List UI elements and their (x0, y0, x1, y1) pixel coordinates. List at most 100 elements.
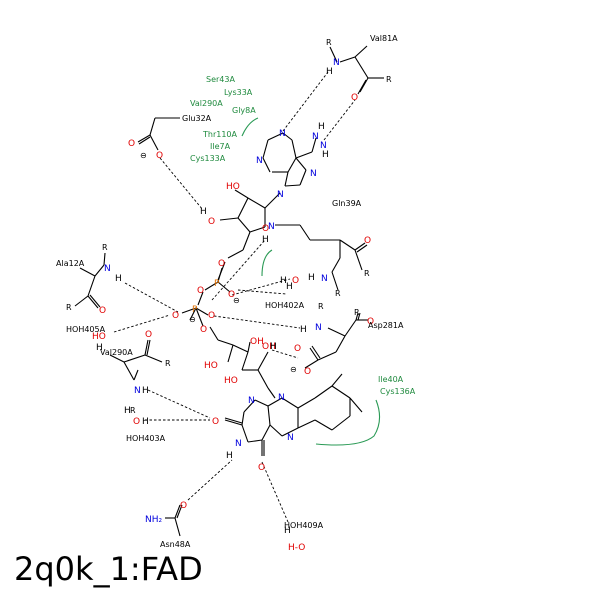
atom-n: N (104, 264, 111, 274)
hydrophobic-labels: Ser43A Lys33A Val290A Gly8A Thr110A Ile7… (190, 75, 416, 396)
hydrophobic-gly8: Gly8A (232, 106, 256, 115)
atom-n: N (278, 393, 285, 403)
atom-o: O (304, 367, 311, 377)
hydrophobic-ile7: Ile7A (210, 142, 231, 151)
atom-o: O (364, 236, 371, 246)
atom-h: H (142, 386, 149, 396)
atom-n: N (256, 156, 263, 166)
atom-h: H (326, 67, 333, 77)
atom-o: O (145, 330, 152, 340)
atom-o: O (351, 93, 358, 103)
bond-skeleton (74, 45, 384, 537)
atom-h: H (200, 207, 207, 217)
atom-r: R (386, 75, 392, 84)
charge-minus: ⊖ (189, 315, 196, 324)
water-hoh402: HOH402A (265, 301, 305, 310)
atom-o: O (208, 311, 215, 321)
atom-h: H (300, 325, 307, 335)
atom-h: H (318, 122, 325, 132)
atom-n: N (315, 323, 322, 333)
charge-minus: ⊖ (140, 151, 147, 160)
residue-gln39: Gln39A (332, 199, 362, 208)
atom-r: R (66, 303, 72, 312)
atom-o: O (172, 311, 179, 321)
residue-ala12: Ala12A (56, 259, 85, 268)
atom-o: O (218, 259, 225, 269)
residue-val81: Val81A (370, 34, 398, 43)
atom-n: N (310, 169, 317, 179)
atom-n: N (279, 129, 286, 139)
atom-o: O (258, 463, 265, 473)
water-h: H (280, 276, 287, 286)
residue-val290: Val290A (100, 348, 133, 357)
water-h: H (96, 343, 103, 353)
residue-asp281: Asp281A (368, 321, 404, 330)
atom-ho: HO (224, 376, 238, 386)
hydrogen-bonds (113, 71, 356, 523)
atom-n: N (277, 190, 284, 200)
atom-h: H (226, 451, 233, 461)
atom-h: H (308, 273, 315, 283)
atom-r: R (318, 302, 324, 311)
diagram-title: 2q0k_1:FAD (14, 550, 203, 588)
atom-r: R (335, 289, 341, 298)
atom-ho: HO (204, 361, 218, 371)
water-hoh403: HOH403A (126, 434, 166, 443)
atom-n: N (321, 274, 328, 284)
water-h: H (142, 417, 149, 427)
atom-h: H (262, 235, 269, 245)
atom-r: R (354, 308, 360, 317)
hydrophobic-lys33: Lys33A (224, 88, 253, 97)
water-h: H (124, 406, 131, 416)
water-ho: HO (92, 332, 106, 342)
charge-minus: ⊖ (233, 296, 240, 305)
atom-o: O (228, 290, 235, 300)
atom-o: O (156, 151, 163, 161)
water-h-o: H-O (288, 543, 305, 553)
water-h: H (284, 526, 291, 536)
atom-r: R (102, 243, 108, 252)
atom-r: R (364, 269, 370, 278)
atom-o: O (367, 317, 374, 327)
atom-o: O (197, 286, 204, 296)
hydrophobic-cys133: Cys133A (190, 154, 226, 163)
residue-labels: Val81A Glu32A Gln39A Ala12A Val290A Asp2… (56, 34, 404, 549)
atom-p: P (192, 305, 198, 315)
atom-o: O (208, 217, 215, 227)
atom-o: O (99, 306, 106, 316)
hydrophobic-thr110: Thr110A (202, 130, 238, 139)
atom-o: O (128, 139, 135, 149)
arc-phosphate-pocket (261, 249, 273, 277)
atom-labels: R N H R O O O ⊖ N N N N N H N H HO O H O… (66, 38, 392, 553)
atom-n: N (320, 141, 327, 151)
atom-nh2: NH₂ (145, 515, 163, 525)
atom-h: H (115, 274, 122, 284)
hydrophobic-cys136: Cys136A (380, 387, 416, 396)
hydrophobic-ser43: Ser43A (206, 75, 235, 84)
atom-nh: N (312, 132, 319, 142)
atom-r: R (130, 406, 136, 415)
atom-p: P (214, 279, 220, 289)
water-o: O (133, 417, 140, 427)
water-hoh405: HOH405A (66, 325, 106, 334)
arc-adenine-pocket (241, 117, 259, 137)
atom-o: O (294, 344, 301, 354)
hydrophobic-contacts (241, 117, 381, 446)
water-hoh409: HOH409A (284, 521, 324, 530)
hydrophobic-val290: Val290A (190, 99, 223, 108)
atom-n: N (268, 222, 275, 232)
atom-n: N (287, 433, 294, 443)
atom-n: N (235, 439, 242, 449)
arc-isoalloxazine-pocket (315, 399, 381, 446)
atom-h: H (270, 342, 277, 352)
atom-n: N (248, 396, 255, 406)
atom-h: H (322, 150, 329, 160)
atom-oh: OH (250, 337, 264, 347)
hydrophobic-ile40: Ile40A (378, 375, 404, 384)
atom-o: O (180, 501, 187, 511)
atom-n: N (333, 58, 340, 68)
atom-o: O (212, 417, 219, 427)
atom-ho: HO (226, 182, 240, 192)
atom-r: R (326, 38, 332, 47)
